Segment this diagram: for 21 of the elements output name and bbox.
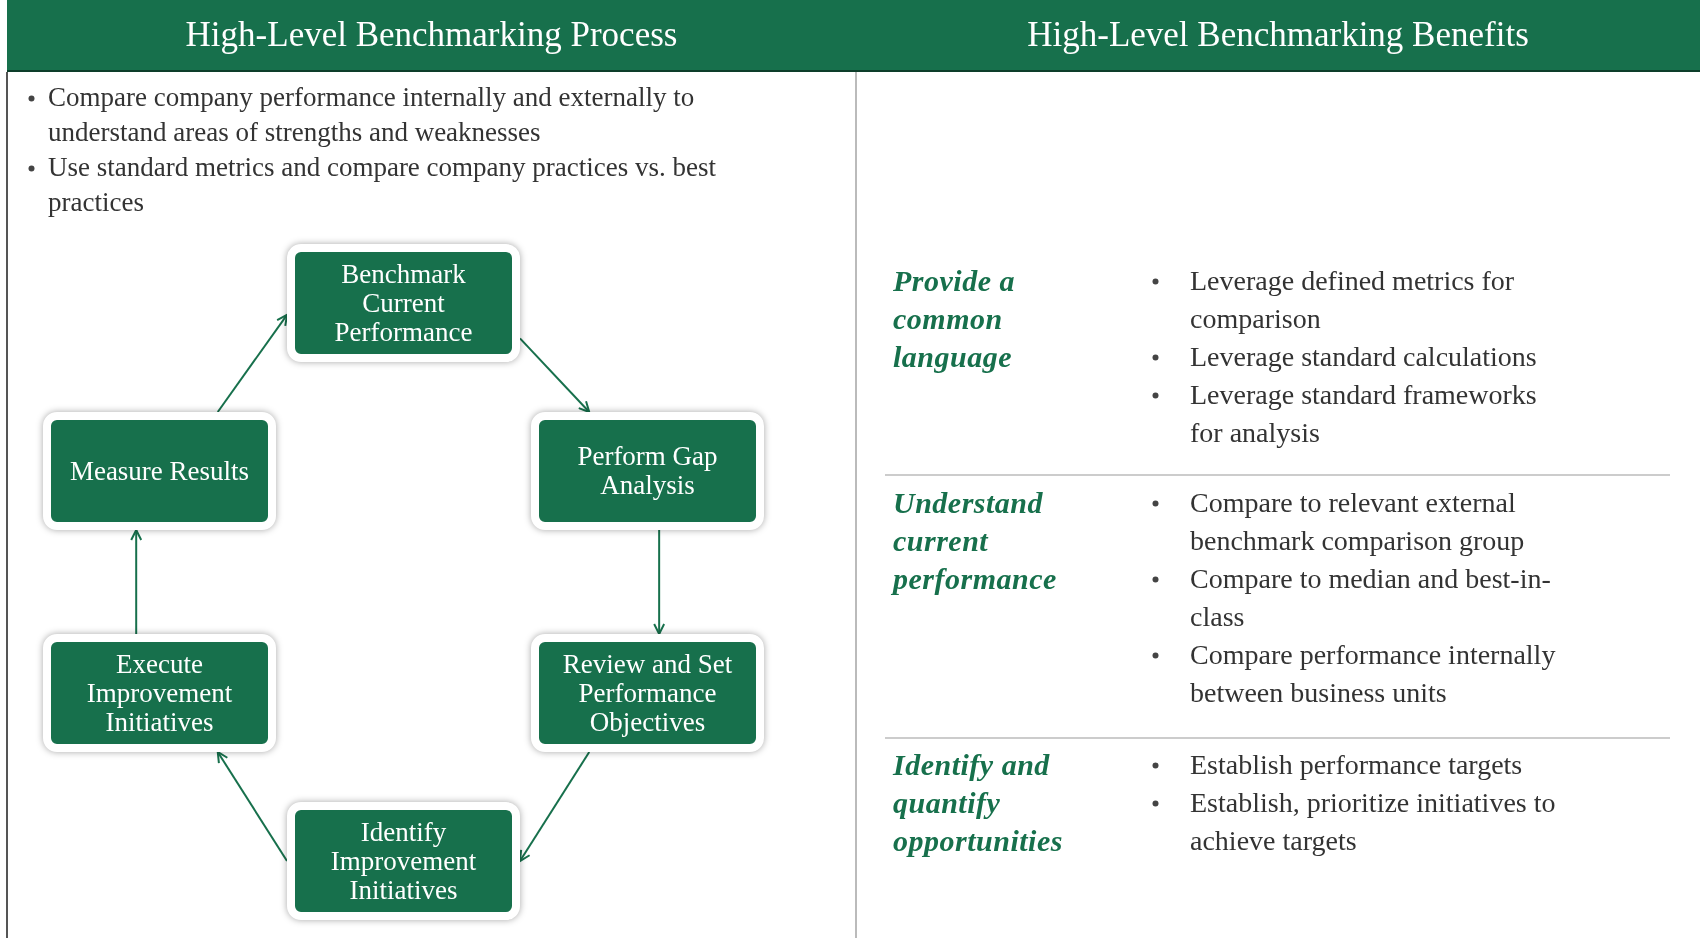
bullet-text: Compare to relevant external benchmark comparison group: [1190, 487, 1525, 556]
bullet-text: Leverage standard calculations: [1190, 341, 1537, 372]
header-bar: High-Level Benchmarking Process: [7, 0, 856, 72]
arrow: [519, 337, 591, 413]
arrow: [653, 529, 666, 635]
arrow: [216, 751, 288, 862]
bullet-text: Leverage defined metrics for comparison: [1190, 265, 1515, 334]
arrow: [519, 751, 591, 862]
arrow: [216, 313, 288, 413]
row-heading: Understand current performance: [893, 485, 1058, 597]
bullet-text: Compare performance internally between business units: [1190, 639, 1556, 708]
bullet-text: Use standard metrics and compare company practices vs. best practices: [48, 152, 716, 217]
bullet-text: Establish, prioritize initiatives to achieve targets: [1190, 787, 1556, 856]
bullet-text: Leverage standard frameworks for analysis: [1190, 379, 1537, 448]
bullet-text: Compare company performance internally and externally to understand areas of strengths and weaknesses: [48, 82, 695, 147]
bullet-text: Establish performance targets: [1190, 749, 1523, 780]
row-heading: Identify and quantify opportunities: [893, 747, 1064, 859]
bullet-text: Compare to median and best-in-class: [1190, 563, 1551, 632]
header-bar: High-Level Benchmarking Benefits: [856, 0, 1700, 72]
arrow: [130, 529, 143, 635]
row-heading: Provide a common language: [893, 263, 1016, 375]
